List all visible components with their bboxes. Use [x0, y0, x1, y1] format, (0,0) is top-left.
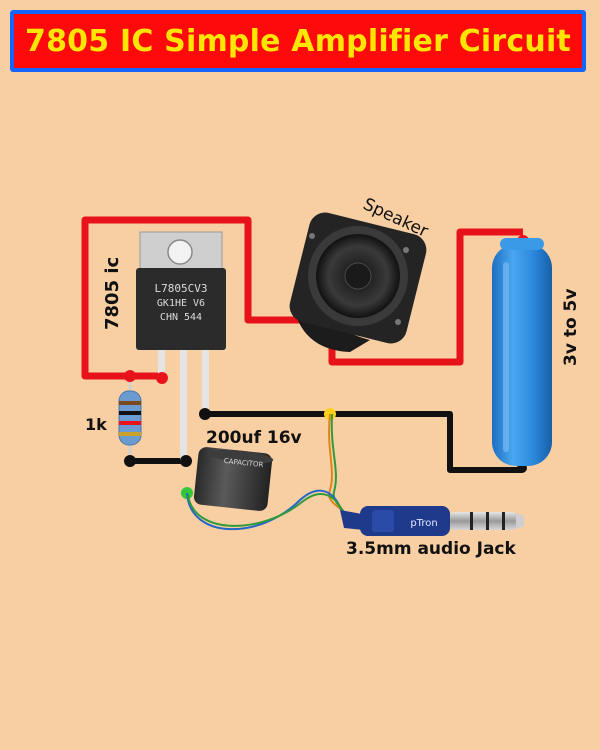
- resistor-band-1: [119, 401, 141, 405]
- battery-top-cap: [500, 238, 544, 250]
- battery-body: [492, 244, 552, 466]
- jack-ring-1: [470, 512, 473, 530]
- ic-mount-hole: [167, 239, 193, 265]
- resistor-band-4: [119, 432, 141, 436]
- jack-plug-tip: [516, 513, 524, 529]
- wire-ic-input-loop: [81, 216, 315, 380]
- resistor-band-2: [119, 411, 141, 415]
- speaker-dust-cap: [344, 262, 372, 290]
- junction-ic-input: [124, 370, 136, 382]
- resistor-body: [118, 390, 142, 446]
- battery-cell: [492, 238, 552, 466]
- junction-ic-pin2: [180, 455, 192, 467]
- speaker-screw-2: [403, 247, 409, 253]
- ic-pin-1: [158, 350, 165, 380]
- junction-ic-pin1: [156, 372, 168, 384]
- ic-pin-3: [202, 350, 209, 415]
- resistor-1k: [118, 376, 142, 461]
- label-audio-jack: 3.5mm audio Jack: [346, 539, 517, 559]
- resistor-band-3: [119, 421, 141, 425]
- wire-jack-ground-green: [187, 493, 345, 527]
- capacitor-top: [207, 449, 274, 464]
- speaker-screw-1: [309, 233, 315, 239]
- jack-ring-2: [486, 512, 489, 530]
- ic-body: [136, 268, 226, 350]
- jack-cable-strain: [340, 510, 364, 530]
- junction-resistor-bottom: [124, 455, 136, 467]
- jack-brand: pTron: [410, 518, 437, 529]
- audio-jack: pTron: [340, 506, 524, 536]
- jack-ring-3: [502, 512, 505, 530]
- ic-marking-line3: CHN 544: [160, 312, 202, 323]
- ic-pin-2: [180, 350, 187, 462]
- junction-ic-pin3: [199, 408, 211, 420]
- jack-signal-wires: [186, 413, 345, 531]
- speaker-screw-3: [395, 319, 401, 325]
- label-battery-voltage: 3v to 5v: [561, 289, 581, 366]
- title-banner: 7805 IC Simple Amplifier Circuit: [10, 10, 586, 72]
- wire-speaker-to-battery: [328, 228, 523, 366]
- ic-marking-line1: L7805CV3: [155, 282, 208, 295]
- label-7805-ic: 7805 ic: [102, 257, 123, 330]
- jack-grip: [372, 510, 394, 532]
- jack-plug-shaft: [450, 512, 516, 530]
- page-title: 7805 IC Simple Amplifier Circuit: [25, 23, 571, 59]
- wire-jack-signal-orange: [328, 413, 343, 511]
- regulator-7805: L7805CV3 GK1HE V6 CHN 544: [136, 231, 226, 462]
- label-capacitor: 200uf 16v: [206, 428, 302, 448]
- battery-highlight: [503, 262, 509, 452]
- capacitor-200uf: CAPACITOR: [193, 447, 274, 511]
- label-resistor-1k: 1k: [85, 415, 107, 434]
- speaker: [289, 212, 427, 352]
- ic-marking-line2: GK1HE V6: [157, 298, 205, 309]
